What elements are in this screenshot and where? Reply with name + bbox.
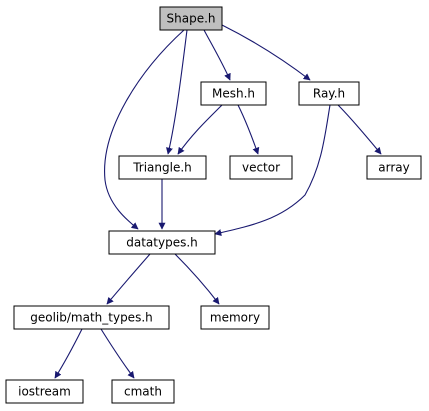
node-label-memory: memory: [210, 311, 260, 325]
node-memory[interactable]: memory: [200, 305, 270, 330]
node-box-triangle: [118, 155, 207, 180]
node-box-array: [366, 155, 422, 180]
node-mesh[interactable]: Mesh.h: [200, 81, 267, 106]
node-datatypes[interactable]: datatypes.h: [108, 230, 216, 255]
edge-mesh-to-vector: [237, 104, 260, 155]
node-label-array: array: [378, 161, 409, 175]
edge-ray-to-array: [337, 104, 382, 155]
node-label-mathtypes: geolib/math_types.h: [30, 311, 153, 325]
edges-layer: [54, 24, 382, 379]
node-label-vector: vector: [242, 161, 280, 175]
node-label-triangle: Triangle.h: [132, 161, 192, 175]
node-box-shape: [159, 6, 223, 31]
node-shape[interactable]: Shape.h: [159, 6, 223, 31]
node-label-iostream: iostream: [18, 385, 71, 399]
edge-datatypes-to-mathtypes: [106, 253, 151, 305]
node-box-memory: [200, 305, 270, 330]
node-box-cmath: [111, 379, 175, 404]
node-label-datatypes: datatypes.h: [126, 236, 198, 250]
node-vector[interactable]: vector: [229, 155, 293, 180]
node-label-shape: Shape.h: [167, 12, 216, 26]
node-array[interactable]: array: [366, 155, 422, 180]
edge-shape-to-mesh: [203, 29, 231, 81]
node-box-ray: [298, 81, 360, 106]
edge-shape-to-triangle: [166, 29, 188, 155]
node-box-vector: [229, 155, 293, 180]
node-label-cmath: cmath: [124, 385, 162, 399]
node-label-ray: Ray.h: [313, 87, 345, 101]
node-box-datatypes: [108, 230, 216, 255]
node-label-mesh: Mesh.h: [212, 87, 255, 101]
edge-mathtypes-to-iostream: [54, 328, 83, 379]
node-ray[interactable]: Ray.h: [298, 81, 360, 106]
edge-ray-to-datatypes: [214, 104, 331, 237]
edge-shape-to-datatypes: [104, 29, 185, 230]
edge-mesh-to-triangle: [177, 104, 223, 155]
node-mathtypes[interactable]: geolib/math_types.h: [13, 305, 170, 330]
edge-mathtypes-to-cmath: [100, 328, 135, 379]
node-iostream[interactable]: iostream: [5, 379, 84, 404]
node-box-mesh: [200, 81, 267, 106]
node-triangle[interactable]: Triangle.h: [118, 155, 207, 180]
edge-datatypes-to-memory: [174, 253, 220, 305]
node-cmath[interactable]: cmath: [111, 379, 175, 404]
edge-shape-to-ray: [221, 24, 311, 81]
node-box-iostream: [5, 379, 84, 404]
node-box-mathtypes: [13, 305, 170, 330]
